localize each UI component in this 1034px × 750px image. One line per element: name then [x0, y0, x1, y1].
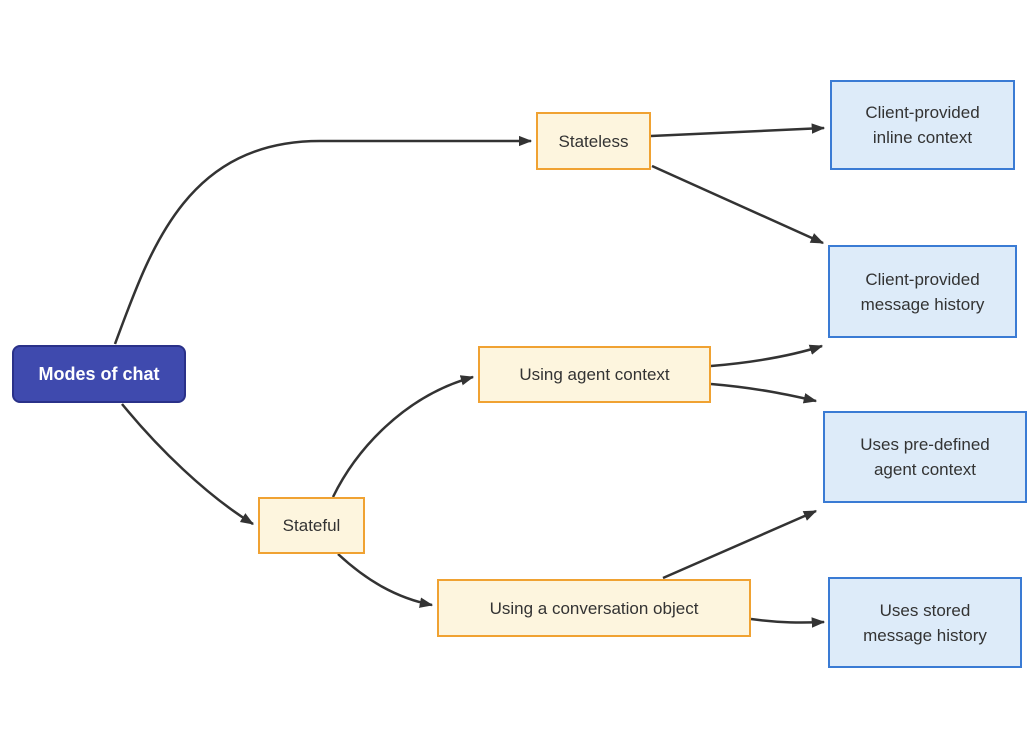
node-using-agent-context: Using agent context — [478, 346, 711, 403]
node-uses-stored-message-history: Uses stored message history — [828, 577, 1022, 668]
edge-using-agent-context-to-client-provided-message-history — [710, 344, 824, 368]
node-label-using-a-conversation-object: Using a conversation object — [489, 598, 699, 618]
edge-stateful-to-using-agent-context — [331, 375, 475, 498]
node-client-provided-inline-context: Client-provided inline context — [830, 80, 1015, 170]
node-stateful: Stateful — [258, 497, 365, 554]
edge-modes-of-chat-to-stateless — [113, 135, 533, 345]
node-label-stateless: Stateless — [558, 131, 629, 151]
node-label-uses-pre-defined-agent-context: Uses pre-defined agent context — [860, 435, 990, 479]
node-label-using-agent-context: Using agent context — [519, 365, 670, 384]
node-using-a-conversation-object: Using a conversation object — [437, 579, 751, 637]
node-uses-pre-defined-agent-context: Uses pre-defined agent context — [823, 411, 1027, 503]
edge-stateful-to-using-a-conversation-object — [337, 553, 434, 608]
edge-stateless-to-client-provided-inline-context — [650, 123, 826, 138]
edge-stateless-to-client-provided-message-history — [651, 164, 825, 245]
edge-using-a-conversation-object-to-uses-stored-message-history — [750, 617, 826, 628]
node-label-uses-stored-message-history: Uses stored message history — [863, 600, 987, 645]
edge-using-a-conversation-object-to-uses-pre-defined-agent-context — [662, 509, 818, 580]
node-label-modes-of-chat: Modes of chat — [38, 363, 160, 384]
node-label-stateful: Stateful — [282, 516, 341, 535]
edge-using-agent-context-to-uses-pre-defined-agent-context — [710, 382, 818, 404]
node-label-client-provided-inline-context: Client-provided inline context — [865, 103, 980, 147]
node-client-provided-message-history: Client-provided message history — [828, 245, 1017, 338]
node-modes-of-chat: Modes of chat — [12, 345, 186, 403]
node-label-client-provided-message-history: Client-provided message history — [860, 269, 985, 314]
node-stateless: Stateless — [536, 112, 651, 170]
edge-modes-of-chat-to-stateful — [121, 403, 254, 526]
